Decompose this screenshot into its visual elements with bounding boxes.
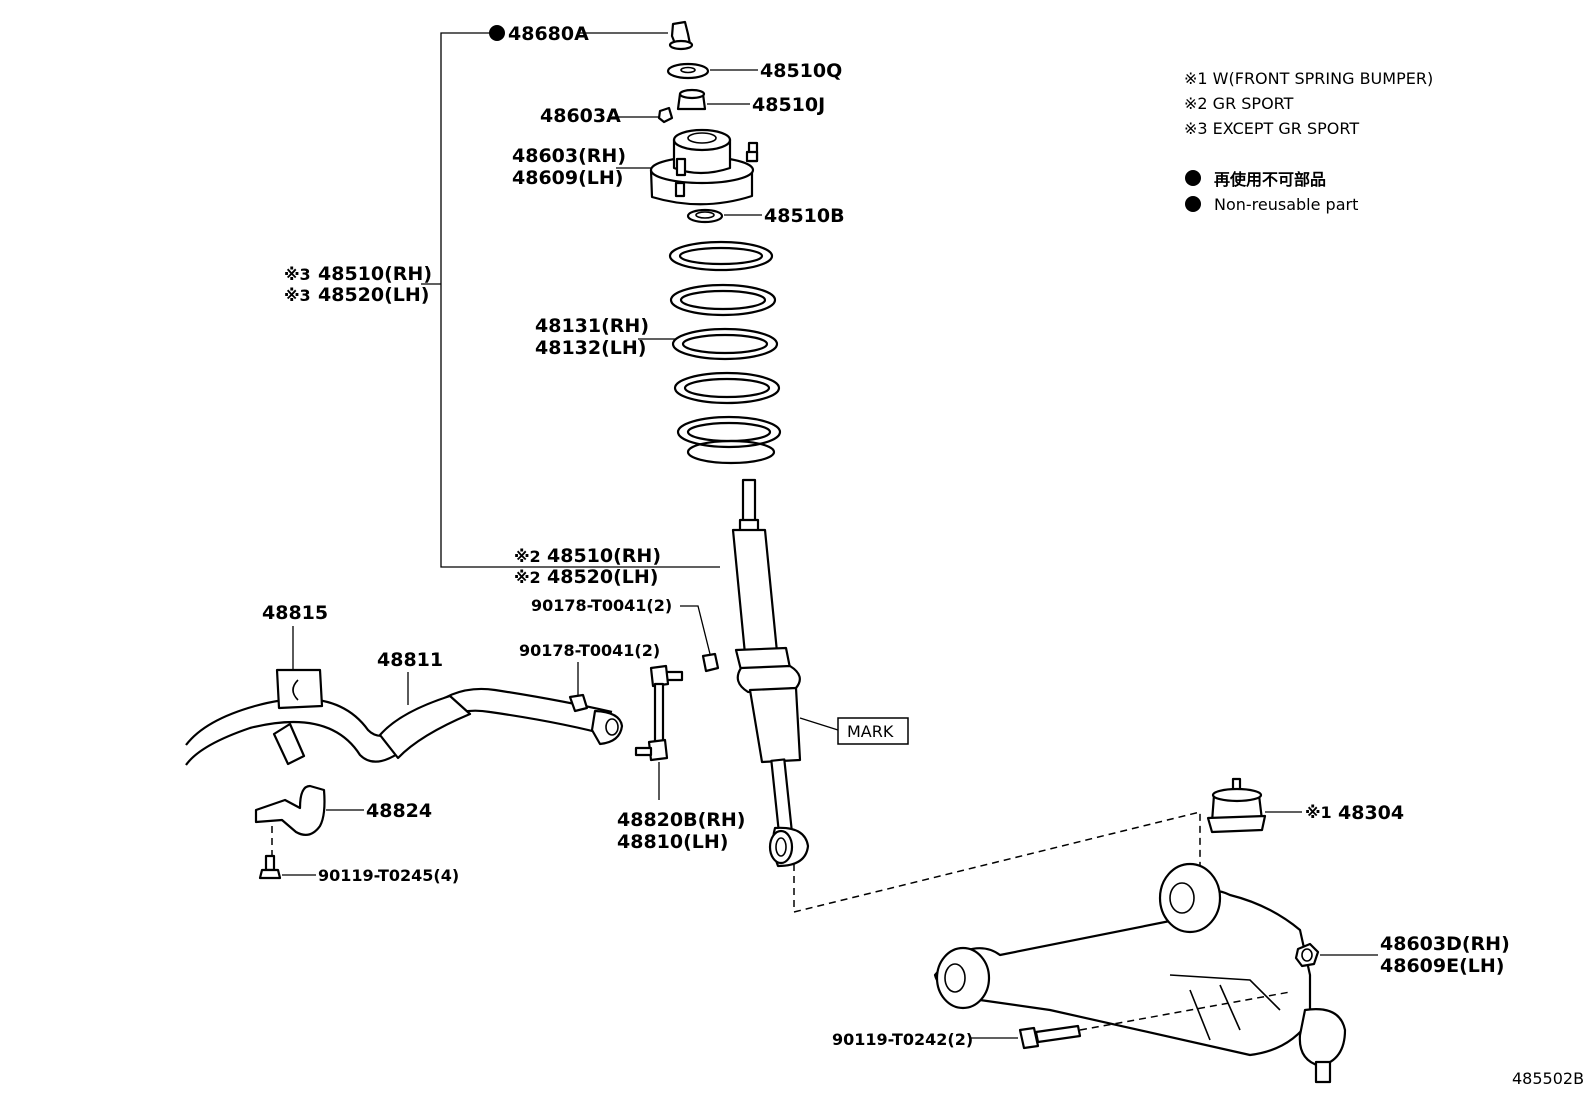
part-label-assy3-lh[interactable]: 48520(LH) [318,284,429,306]
assembly-labels: ※3 48510(RH) ※3 48520(LH) ※2 48510(RH) ※… [284,263,661,588]
part-label-48132-lh[interactable]: 48132(LH) [535,337,646,359]
non-reusable-dot-icon [1185,170,1201,186]
part-label-48603-rh[interactable]: 48603(RH) [512,145,626,167]
part-label-assy3-rh[interactable]: 48510(RH) [318,263,432,285]
note-mark-1: ※1 [1305,803,1332,822]
part-label-48811[interactable]: 48811 [377,649,443,671]
part-label-48510Q[interactable]: 48510Q [760,60,842,82]
part-label-48609E-lh[interactable]: 48609E(LH) [1380,955,1504,977]
spring-seat-48510B: 48510B [686,205,845,227]
bushing-48510J: 48510J [676,88,825,116]
part-label-48131-rh[interactable]: 48131(RH) [535,315,649,337]
installation-lines [793,811,1201,913]
part-label-48824[interactable]: 48824 [366,800,432,822]
part-label-90178-upper[interactable]: 90178-T0041(2) [531,596,672,615]
part-label-48510B[interactable]: 48510B [764,205,845,227]
nut-90178-lower: 90178-T0041(2) [519,641,660,713]
part-label-90178-lower[interactable]: 90178-T0041(2) [519,641,660,660]
upper-support: 48603(RH) 48609(LH) [512,128,759,206]
part-label-48680A[interactable]: 48680A [508,23,589,45]
legend-note-1: ※1 W(FRONT SPRING BUMPER) [1184,69,1433,88]
legend: ※1 W(FRONT SPRING BUMPER) ※2 GR SPORT ※3… [1184,69,1433,214]
coil-spring: 48131(RH) 48132(LH) [535,240,782,465]
figure-id: 485502B [1512,1069,1584,1088]
mark-label: MARK [847,722,894,741]
shock-absorber: MARK [731,478,909,868]
nut-90178-upper: 90178-T0041(2) [531,596,720,673]
legend-note-3: ※3 EXCEPT GR SPORT [1184,119,1359,138]
legend-non-reusable-en: Non-reusable part [1214,195,1358,214]
legend-non-reusable-ja: 再使用不可部品 [1214,170,1326,189]
part-label-48810-lh[interactable]: 48810(LH) [617,831,728,853]
part-label-assy2-lh[interactable]: 48520(LH) [547,566,658,588]
part-label-90119-T0245[interactable]: 90119-T0245(4) [318,866,459,885]
part-label-90119-T0242[interactable]: 90119-T0242(2) [832,1030,973,1049]
part-label-48603A[interactable]: 48603A [540,105,621,127]
washer-48510Q: 48510Q [666,60,842,82]
stabilizer-bar: 48811 [185,649,624,766]
mark-box [837,717,909,745]
assembly-bracket [421,32,720,568]
non-reusable-dot-icon [489,25,505,41]
nut-48603A: 48603A [540,105,674,127]
part-label-48815[interactable]: 48815 [262,602,328,624]
bracket-48824: 48824 [254,784,432,856]
bolt-90119-T0245: 90119-T0245(4) [258,854,459,885]
bolt-90119-T0242: 90119-T0242(2) [832,991,1291,1050]
part-label-48609-lh[interactable]: 48609(LH) [512,167,623,189]
nut-48603D: 48603D(RH) 48609E(LH) [1294,933,1510,977]
top-nut-48680A: 48680A [489,20,694,51]
note-mark-2: ※2 [514,547,541,566]
note-mark-3: ※3 [284,265,311,284]
part-label-assy2-rh[interactable]: 48510(RH) [547,545,661,567]
bumper-48304: ※1 48304 [1206,777,1404,834]
part-label-48304[interactable]: 48304 [1338,802,1404,824]
part-label-48820B-rh[interactable]: 48820B(RH) [617,809,745,831]
stabilizer-link: 48820B(RH) 48810(LH) [617,664,745,853]
non-reusable-dot-icon [1185,196,1201,212]
note-mark-2: ※2 [514,568,541,587]
bushing-48815: 48815 [262,602,328,710]
part-label-48603D-rh[interactable]: 48603D(RH) [1380,933,1510,955]
part-label-48510J[interactable]: 48510J [752,94,825,116]
note-mark-3: ※3 [284,286,311,305]
legend-note-2: ※2 GR SPORT [1184,94,1294,113]
lower-arm [933,862,1347,1084]
